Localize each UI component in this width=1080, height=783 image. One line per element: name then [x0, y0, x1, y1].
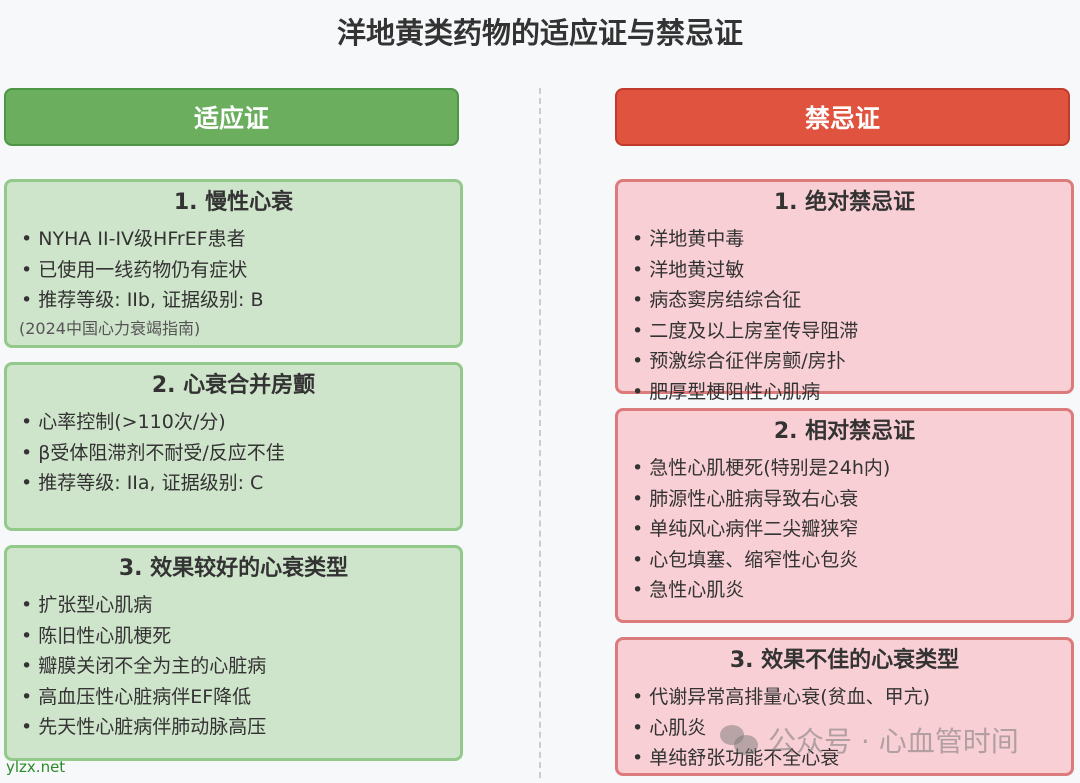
divider	[539, 88, 541, 778]
contraindications-header: 禁忌证	[615, 88, 1070, 146]
list-item: 肥厚型梗阻性心肌病	[632, 377, 1071, 408]
list-item: 瓣膜关闭不全为主的心脏病	[21, 651, 460, 682]
list-item: β受体阻滞剂不耐受/反应不佳	[21, 438, 460, 469]
list-item: 洋地黄中毒	[632, 224, 1071, 255]
list-item: 单纯舒张功能不全心衰	[632, 743, 1071, 774]
list-item: 心包填塞、缩窄性心包炎	[632, 545, 1071, 576]
contraindications-card-2: 2. 相对禁忌证急性心肌梗死(特别是24h内)肺源性心脏病导致右心衰单纯风心病伴…	[615, 408, 1074, 623]
list-item: 心率控制(>110次/分)	[21, 407, 460, 438]
watermark-text: 公众号 · 心血管时间	[768, 725, 1019, 758]
list-item: 心肌炎	[632, 713, 1071, 744]
site-label: ylzx.net	[6, 758, 66, 776]
contraindications-card-1: 1. 绝对禁忌证洋地黄中毒洋地黄过敏病态窦房结综合征二度及以上房室传导阻滞预激综…	[615, 179, 1074, 403]
list-item: 急性心肌炎	[632, 575, 1071, 606]
card-title: 1. 绝对禁忌证	[773, 190, 916, 215]
list-item: 急性心肌梗死(特别是24h内)	[632, 453, 1071, 484]
card-title: 3. 效果不佳的心衰类型	[729, 648, 960, 673]
watermark: 公众号 · 心血管时间	[720, 720, 1019, 760]
list-item: 代谢异常高排量心衰(贫血、甲亢)	[632, 682, 1071, 713]
list-item: 陈旧性心肌梗死	[21, 621, 460, 652]
card-title: 2. 心衰合并房颤	[151, 373, 316, 398]
list-item: 单纯风心病伴二尖瓣狭窄	[632, 514, 1071, 545]
card-list: 洋地黄中毒洋地黄过敏病态窦房结综合征二度及以上房室传导阻滞预激综合征伴房颤/房扑…	[632, 224, 1071, 407]
card-list: 急性心肌梗死(特别是24h内)肺源性心脏病导致右心衰单纯风心病伴二尖瓣狭窄心包填…	[632, 453, 1071, 606]
list-item: 扩张型心肌病	[21, 590, 460, 621]
list-item: 推荐等级: IIb, 证据级别: B	[21, 285, 460, 316]
indications-card-1: 1. 慢性心衰 NYHA II-IV级HFrEF患者已使用一线药物仍有症状推荐等级…	[4, 179, 463, 348]
card-title: 2. 相对禁忌证	[773, 419, 916, 444]
list-item: 先天性心脏病伴肺动脉高压	[21, 712, 460, 743]
wechat-icon	[720, 725, 760, 755]
card-title: 3. 效果较好的心衰类型	[118, 556, 349, 581]
list-item: 高血压性心脏病伴EF降低	[21, 682, 460, 713]
list-item: 已使用一线药物仍有症状	[21, 255, 460, 286]
list-item: 病态窦房结综合征	[632, 285, 1071, 316]
card-list: NYHA II-IV级HFrEF患者已使用一线药物仍有症状推荐等级: IIb, …	[21, 224, 460, 316]
list-item: 洋地黄过敏	[632, 255, 1071, 286]
card-list: 心率控制(>110次/分)β受体阻滞剂不耐受/反应不佳推荐等级: IIa, 证据…	[21, 407, 460, 499]
indications-header: 适应证	[4, 88, 459, 146]
card-title: 1. 慢性心衰	[173, 190, 294, 215]
list-item: 肺源性心脏病导致右心衰	[632, 484, 1071, 515]
list-item: 二度及以上房室传导阻滞	[632, 316, 1071, 347]
indications-card-2: 2. 心衰合并房颤心率控制(>110次/分)β受体阻滞剂不耐受/反应不佳推荐等级…	[4, 362, 463, 531]
page-title: 洋地黄类药物的适应证与禁忌证	[336, 16, 743, 50]
list-item: 预激综合征伴房颤/房扑	[632, 346, 1071, 377]
card-list: 代谢异常高排量心衰(贫血、甲亢)心肌炎单纯舒张功能不全心衰	[632, 682, 1071, 774]
card-note: (2024中国心力衰竭指南)	[19, 318, 201, 338]
contraindications-card-3: 3. 效果不佳的心衰类型代谢异常高排量心衰(贫血、甲亢)心肌炎单纯舒张功能不全心…	[615, 637, 1074, 776]
indications-card-3: 3. 效果较好的心衰类型扩张型心肌病陈旧性心肌梗死瓣膜关闭不全为主的心脏病高血压…	[4, 545, 463, 761]
list-item: NYHA II-IV级HFrEF患者	[21, 224, 460, 255]
card-list: 扩张型心肌病陈旧性心肌梗死瓣膜关闭不全为主的心脏病高血压性心脏病伴EF降低先天性…	[21, 590, 460, 743]
list-item: 推荐等级: IIa, 证据级别: C	[21, 468, 460, 499]
